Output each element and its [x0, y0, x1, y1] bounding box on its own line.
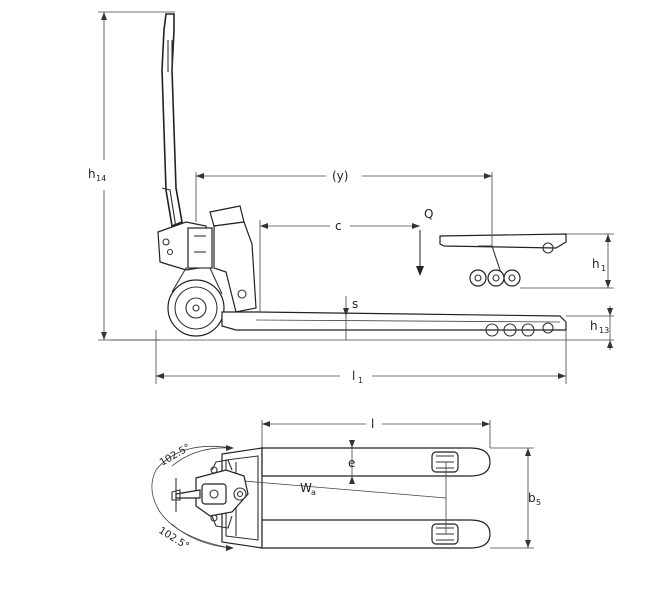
h14-dimension: h 14	[88, 11, 175, 341]
l1-dimension: l 1	[155, 330, 567, 385]
l1-sub: 1	[358, 376, 363, 385]
c-label: c	[335, 219, 342, 233]
s-dimension: s	[343, 296, 358, 340]
l1-label: l	[352, 369, 355, 383]
fork-lower-top	[261, 519, 491, 549]
l-label: l	[371, 417, 374, 431]
fork-upper-top	[261, 447, 491, 477]
angle-bottom-label: 102.5°	[156, 525, 190, 552]
l-dimension: l	[261, 417, 491, 448]
h1-dimension: h 1	[520, 233, 614, 289]
h13-dimension: h 13	[566, 306, 614, 350]
wa-dimension: W a	[231, 462, 447, 534]
side-view: h 14	[88, 11, 614, 385]
s-label: s	[352, 297, 358, 311]
e-label: e	[348, 456, 355, 470]
h13-label: h	[590, 319, 598, 333]
forks-lowered	[221, 311, 567, 337]
h1-sub: 1	[601, 264, 606, 273]
h13-sub: 13	[599, 326, 609, 335]
h14-sub: 14	[96, 174, 106, 183]
steering-top	[195, 459, 249, 529]
b5-sub: 5	[536, 498, 541, 507]
tiller-top	[171, 478, 201, 512]
wa-sub: a	[311, 488, 316, 497]
h14-label: h	[88, 167, 96, 181]
q-label: Q	[424, 207, 433, 221]
e-dimension: e	[348, 440, 355, 484]
y-label: (y)	[332, 169, 348, 183]
wa-label: W	[300, 481, 312, 495]
y-dimension: (y)	[195, 169, 493, 248]
q-load-arrow: Q	[416, 207, 433, 276]
top-view: l e	[151, 417, 541, 552]
b5-label: b	[528, 491, 536, 505]
h1-label: h	[592, 257, 600, 271]
angle-top-label: 102.5°	[158, 442, 193, 468]
c-dimension: c	[259, 219, 420, 312]
steering-wheel	[167, 267, 225, 337]
pump-body	[157, 205, 257, 313]
tiller-handle	[161, 13, 183, 229]
b5-dimension: b 5	[490, 447, 541, 549]
forks-raised	[439, 233, 567, 287]
